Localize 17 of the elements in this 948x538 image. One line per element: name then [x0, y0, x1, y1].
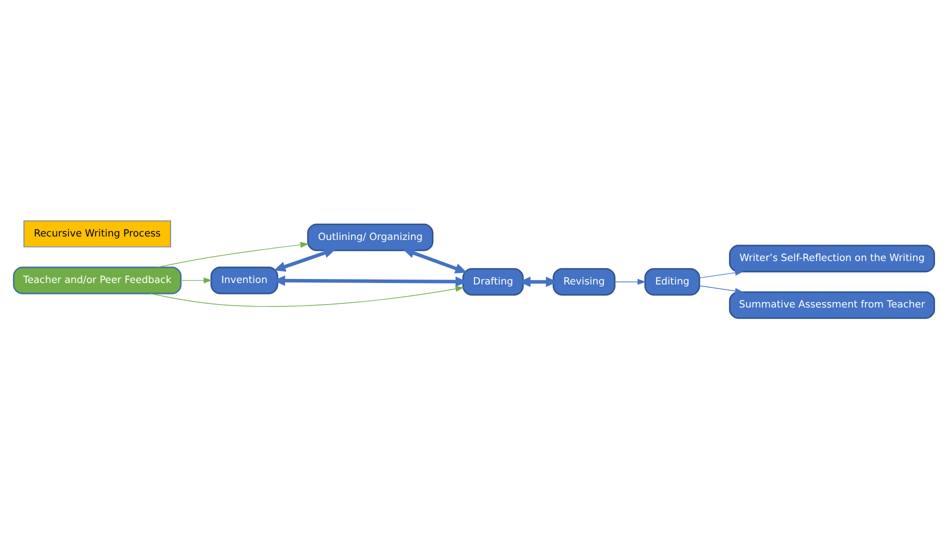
node-box: Summative Assessment from Teacher: [729, 290, 936, 318]
arrow: [699, 284, 744, 294]
arrow: [274, 248, 336, 272]
node-box: Drafting: [462, 268, 524, 296]
arrow: [180, 276, 212, 283]
node-box: Revising: [552, 268, 616, 296]
arrow: [156, 241, 309, 268]
arrow: [614, 278, 646, 284]
arrow: [699, 269, 744, 278]
node-box: Teacher and/or Peer Feedback: [12, 266, 182, 294]
arrow: [150, 285, 464, 306]
node-box: Editing: [644, 268, 700, 296]
arrow: [402, 248, 468, 273]
node-box: Writer’s Self-Reflection on the Writing: [729, 244, 936, 272]
node-box: Outlining/ Organizing: [307, 223, 434, 251]
node-box: Invention: [210, 266, 278, 294]
node-box: Recursive Writing Process: [24, 220, 171, 247]
